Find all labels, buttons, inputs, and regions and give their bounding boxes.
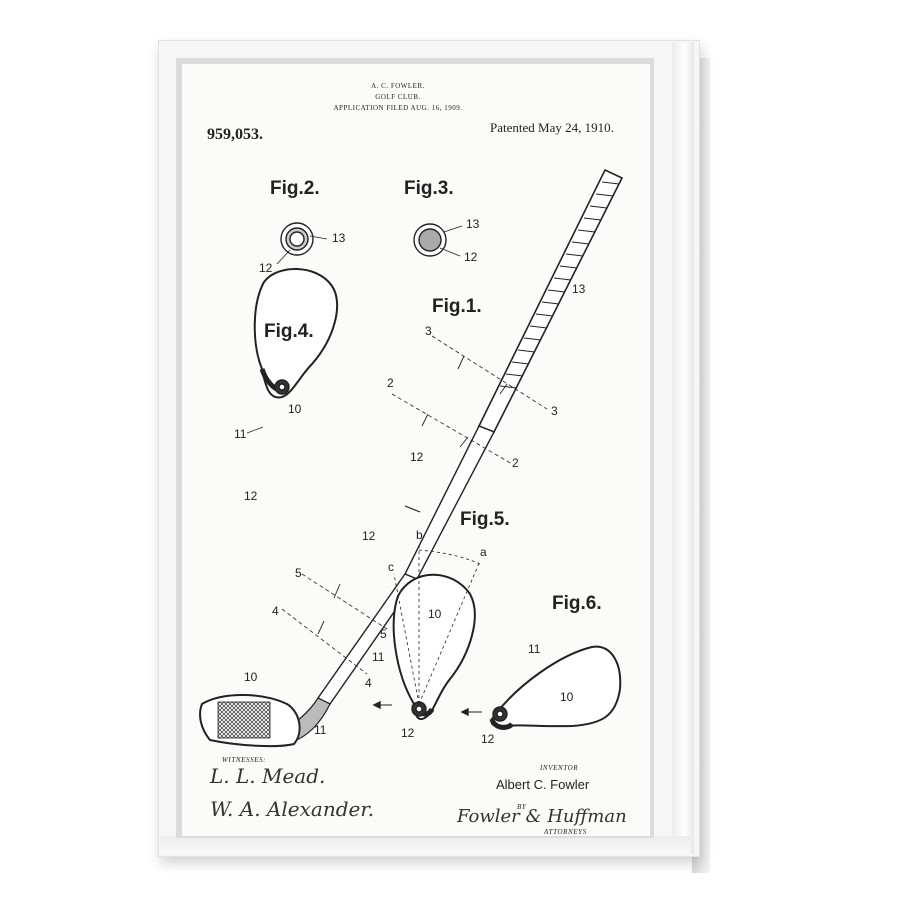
fig6-ref-11: 11 bbox=[528, 642, 541, 656]
fig1-ref-12-upper: 12 bbox=[410, 450, 424, 464]
fig2-grip-section bbox=[276, 222, 328, 265]
fig4-ref-10: 10 bbox=[288, 402, 302, 416]
fig2-label: Fig.2. bbox=[270, 178, 320, 199]
inventor-name-header: A. C. FOWLER. bbox=[371, 82, 425, 90]
witness-signature-1: L. L. Mead. bbox=[210, 764, 326, 788]
fig6-club-head bbox=[460, 645, 622, 730]
fig6-ref-12: 12 bbox=[481, 732, 495, 746]
fig1-label: Fig.1. bbox=[432, 296, 482, 317]
fig4-ref-11: 11 bbox=[234, 427, 247, 441]
fig3-ref-13: 13 bbox=[466, 217, 480, 231]
fig1-ref-10: 10 bbox=[244, 670, 258, 684]
fig1-ref-3-right: 3 bbox=[551, 404, 558, 418]
attorneys-label: ATTORNEYS bbox=[544, 828, 587, 836]
fig5-label: Fig.5. bbox=[460, 509, 510, 530]
fig5-ref-b: b bbox=[416, 528, 423, 542]
fig5-ref-10: 10 bbox=[428, 607, 442, 621]
fig5-ref-12: 12 bbox=[401, 726, 415, 740]
patented-date: Patented May 24, 1910. bbox=[490, 120, 614, 135]
fig3-shaft-section bbox=[413, 223, 463, 257]
fig1-ref-5-right: 5 bbox=[380, 627, 387, 641]
witnesses-label: WITNESSES: bbox=[222, 756, 267, 764]
fig5-ref-a: a bbox=[480, 545, 487, 559]
fig5-ref-c: c bbox=[388, 560, 394, 574]
fig1-ref-11: 11 bbox=[314, 723, 327, 737]
by-label: BY bbox=[517, 803, 527, 811]
fig1-ref-4-left: 4 bbox=[272, 604, 279, 618]
fig1-ref-5-left: 5 bbox=[295, 566, 302, 580]
patent-number: 959,053. bbox=[207, 126, 263, 143]
fig1-ref-3-left: 3 bbox=[425, 324, 432, 338]
frame-right-edge bbox=[672, 42, 694, 854]
patent-print: A. C. FOWLER. GOLF CLUB. APPLICATION FIL… bbox=[182, 64, 650, 836]
fig3-ref-12: 12 bbox=[464, 250, 478, 264]
fig1-club bbox=[199, 168, 624, 748]
fig1-ref-2-left: 2 bbox=[387, 376, 394, 390]
witness-signature-2: W. A. Alexander. bbox=[210, 797, 375, 821]
fig3-label: Fig.3. bbox=[404, 178, 454, 199]
fig1-ref-4-right: 4 bbox=[365, 676, 372, 690]
fig2-ref-13: 13 bbox=[332, 231, 346, 245]
inventor-label: INVENTOR bbox=[540, 764, 579, 772]
inventor-name: Albert C. Fowler bbox=[496, 777, 590, 792]
fig1-ref-2-right: 2 bbox=[512, 456, 519, 470]
fig4-ref-12: 12 bbox=[244, 489, 258, 503]
fig5-ref-11: 11 bbox=[372, 650, 385, 664]
fig6-label: Fig.6. bbox=[552, 593, 602, 614]
frame-bottom-edge bbox=[160, 836, 690, 854]
attorney-signature: Fowler & Huffman bbox=[457, 806, 627, 827]
patent-title: GOLF CLUB. bbox=[375, 93, 421, 101]
fig1-ref-13: 13 bbox=[572, 282, 586, 296]
fig4-label: Fig.4. bbox=[264, 321, 314, 342]
fig4-club-head-section bbox=[246, 268, 339, 434]
application-date: APPLICATION FILED AUG. 16, 1909. bbox=[333, 104, 463, 112]
fig1-ref-12-lower: 12 bbox=[362, 529, 376, 543]
fig6-ref-10: 10 bbox=[560, 690, 574, 704]
fig5-club-head bbox=[372, 544, 481, 721]
fig2-ref-12: 12 bbox=[259, 261, 273, 275]
patent-drawing bbox=[199, 168, 624, 748]
